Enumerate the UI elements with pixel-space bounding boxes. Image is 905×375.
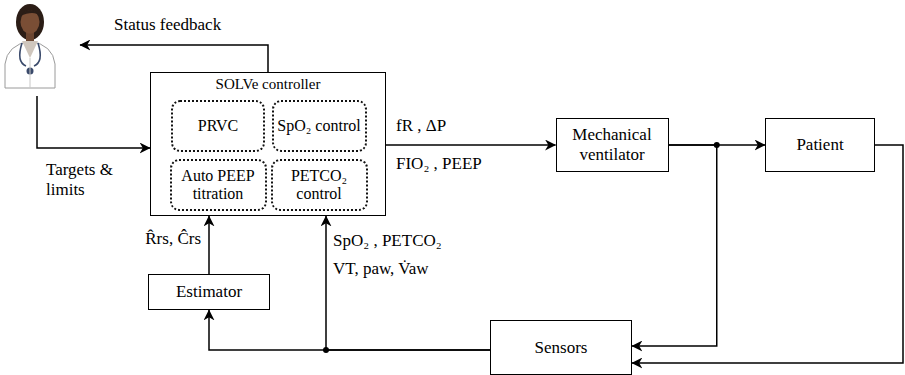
coat: [5, 41, 55, 88]
face: [21, 11, 40, 34]
signal-label: fR , ΔP: [396, 116, 446, 136]
signal-label-text: fR , ΔP: [396, 116, 446, 135]
annotation: Status feedback: [114, 15, 221, 35]
patient-box: Patient: [765, 118, 875, 172]
leader-arrow: [80, 45, 268, 72]
box-label: Auto PEEP titration: [175, 167, 261, 204]
control-module: PETCO₂ control: [271, 159, 368, 211]
box-label: PRVC: [198, 117, 239, 135]
signal-arrow: [632, 145, 903, 363]
box-label: Sensors: [535, 338, 588, 358]
sensors-box: Sensors: [490, 320, 632, 375]
doctor-icon: [5, 4, 55, 88]
coat-seam: [30, 58, 31, 88]
annotation: VT, paw, V̇aw: [333, 259, 429, 279]
box-label: Patient: [796, 135, 843, 155]
annotation: Targets & limits: [46, 160, 122, 199]
junction-dot: [714, 142, 720, 148]
box-label: Mechanical ventilator: [561, 125, 663, 164]
box-label: Estimator: [176, 282, 242, 302]
annotation-text: VT, paw, V̇aw: [333, 259, 429, 278]
control-module: SpO₂ control: [272, 100, 367, 152]
control-module: Auto PEEP titration: [170, 159, 267, 211]
estimator-box: Estimator: [148, 274, 270, 310]
annotation: FIO₂ , PEEP: [396, 154, 482, 174]
hair: [16, 4, 44, 40]
signal-label: SpO₂ , PETCO₂: [333, 231, 442, 251]
signal-arrow: [632, 145, 717, 346]
control-module: PRVC: [171, 100, 265, 152]
signal-label: R̂rs, Ĉrs: [145, 229, 201, 249]
annotation-text: FIO₂ , PEEP: [396, 154, 482, 173]
box-label: SpO₂ control: [277, 117, 360, 135]
fringe: [20, 10, 40, 16]
leader-arrow: [37, 96, 150, 148]
shirt: [22, 41, 38, 58]
ventilator-box: Mechanical ventilator: [556, 118, 669, 172]
signal-arrow: [209, 310, 490, 350]
signal-label-text: SpO₂ , PETCO₂: [333, 231, 442, 250]
controller-box: SOLVe controllerPRVC SpO₂ controlAuto PEE…: [150, 72, 386, 216]
box-title: SOLVe controller: [216, 73, 321, 93]
signal-arrow: [208, 216, 210, 274]
junction-dot: [323, 347, 329, 353]
signal-arrow: [386, 144, 556, 146]
signal-label-text: R̂rs, Ĉrs: [145, 229, 201, 248]
box-label: PETCO₂ control: [276, 167, 362, 204]
signal-arrow: [326, 216, 490, 350]
annotation-text: Status feedback: [114, 15, 221, 34]
annotation-text: Targets & limits: [46, 160, 113, 199]
